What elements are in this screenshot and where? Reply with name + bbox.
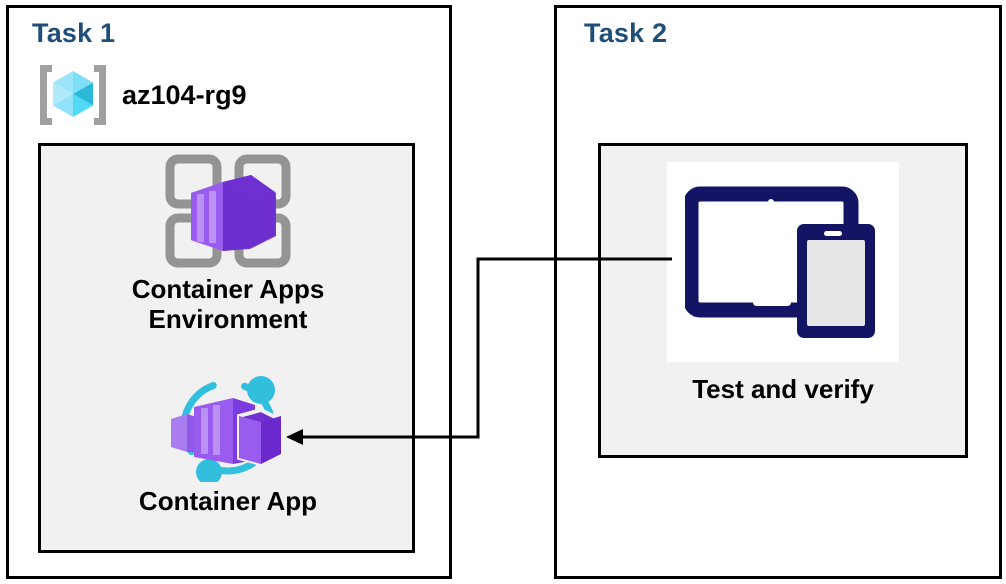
container-apps-environment-icon [165,154,291,268]
node-label-test-and-verify: Test and verify [692,374,874,404]
test-and-verify-icon-plate [667,162,899,362]
task-2-title: Task 2 [584,18,668,48]
task-1-title: Task 1 [32,18,116,48]
container-app-icon [171,376,283,482]
resource-group-label: az104-rg9 [122,79,247,110]
node-container-apps-environment: Container Apps Environment [78,152,378,334]
resource-group-icon [40,65,106,125]
resource-group-header: az104-rg9 [36,62,247,128]
node-label-container-app: Container App [138,486,318,516]
node-container-app: Container App [78,372,378,516]
devices-test-icon [685,186,875,338]
node-test-and-verify: Test and verify [643,162,923,404]
node-label-container-apps-environment: Container Apps Environment [131,274,325,335]
